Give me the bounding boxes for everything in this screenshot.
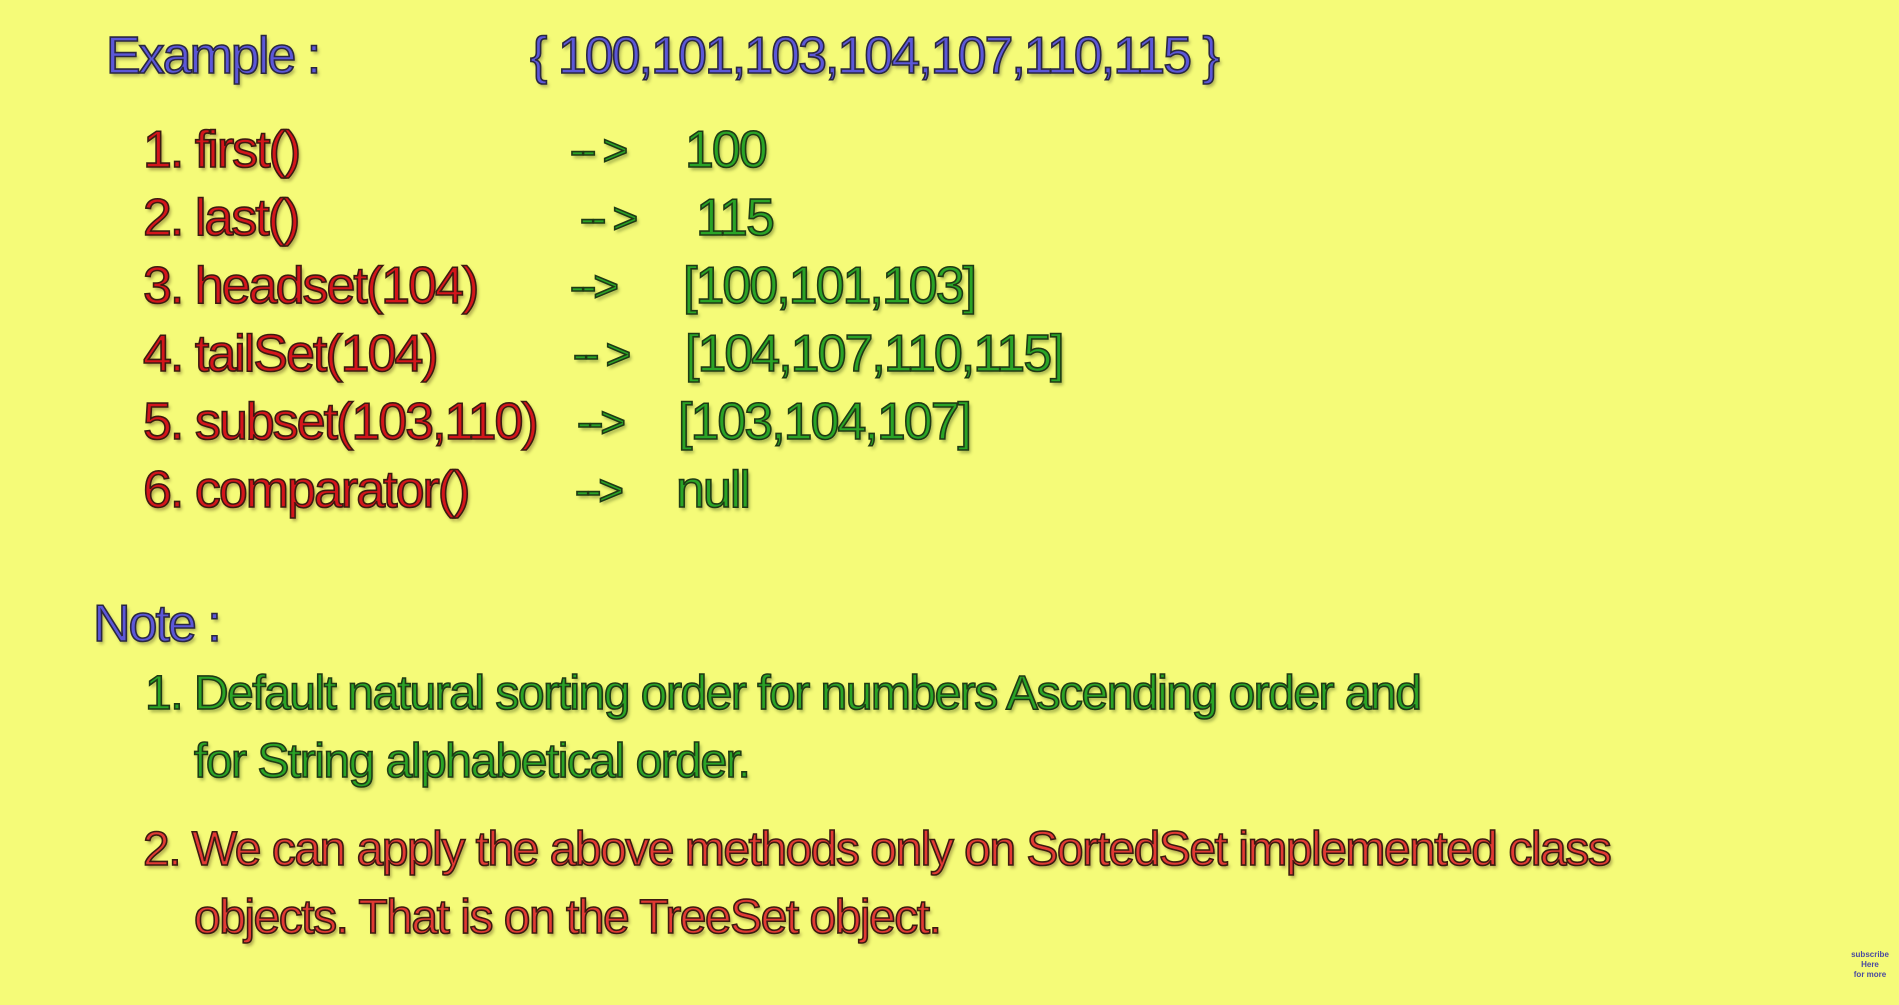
method-subset-result: [103,104,107] bbox=[677, 392, 973, 452]
method-headset-arrow: --> bbox=[569, 261, 620, 312]
note-item-1-line-1: 1. Default natural sorting order for num… bbox=[144, 666, 1423, 721]
method-last-arrow: -- > bbox=[579, 193, 639, 244]
method-headset-result: [100,101,103] bbox=[682, 256, 978, 316]
subscribe-line-3: for more bbox=[1853, 970, 1887, 979]
subscribe-line-2: Here bbox=[1861, 960, 1879, 969]
method-subset: 5. subset(103,110) bbox=[142, 392, 539, 452]
method-first: 1. first() bbox=[142, 120, 302, 180]
method-comparator-arrow: --> bbox=[574, 465, 625, 516]
method-comparator-result: null bbox=[675, 460, 752, 520]
method-comparator: 6. comparator() bbox=[142, 460, 471, 520]
method-headset: 3. headset(104) bbox=[142, 256, 480, 316]
subscribe-watermark[interactable]: subscribe Here for more bbox=[1842, 950, 1898, 980]
example-set: { 100,101,103,104,107,110,115 } bbox=[529, 26, 1221, 86]
method-first-result: 100 bbox=[684, 120, 768, 180]
method-subset-arrow: --> bbox=[576, 397, 627, 448]
note-item-1-line-2: for String alphabetical order. bbox=[193, 734, 751, 789]
method-tailset-result: [104,107,110,115] bbox=[684, 324, 1065, 384]
method-tailset-arrow: -- > bbox=[572, 329, 632, 380]
method-last-result: 115 bbox=[695, 188, 776, 248]
method-first-arrow: -- > bbox=[569, 125, 629, 176]
example-label: Example : bbox=[105, 26, 322, 86]
method-last: 2. last() bbox=[142, 188, 301, 248]
note-item-2-line-1: 2. We can apply the above methods only o… bbox=[142, 822, 1612, 877]
subscribe-line-1: subscribe bbox=[1851, 950, 1889, 959]
note-label: Note : bbox=[92, 594, 222, 654]
method-tailset: 4. tailSet(104) bbox=[142, 324, 439, 384]
note-item-2-line-2: objects. That is on the TreeSet object. bbox=[193, 890, 943, 945]
